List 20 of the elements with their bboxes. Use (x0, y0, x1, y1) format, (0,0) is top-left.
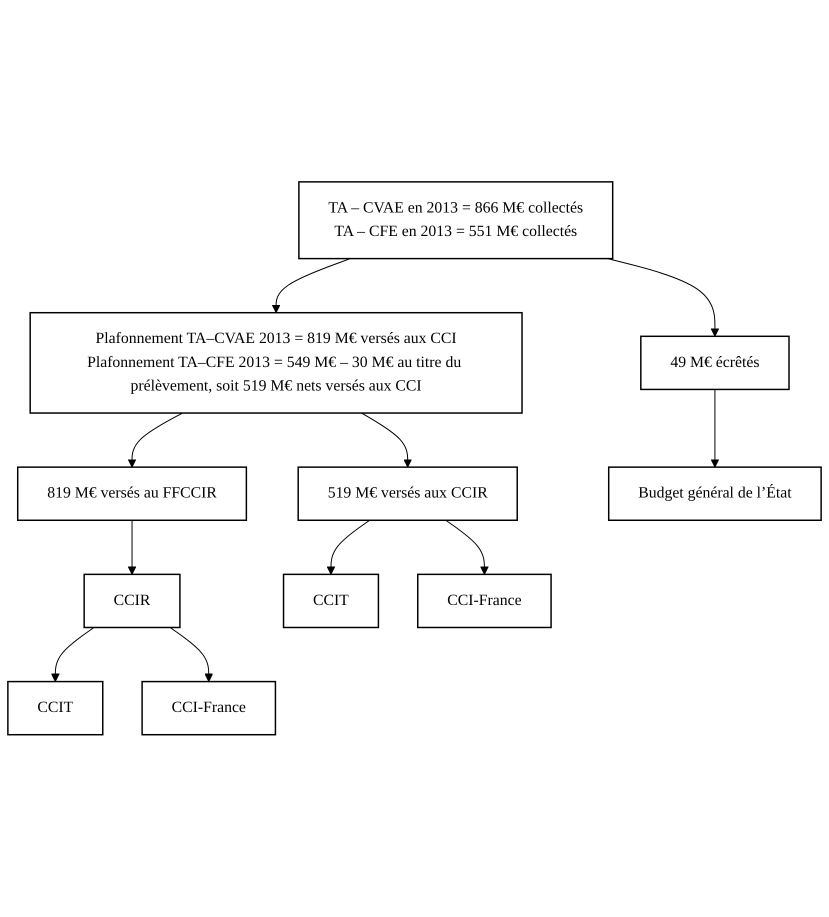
arrow (445, 520, 489, 575)
node-box: 49 M€ écrêtés (640, 336, 790, 390)
node-box: Budget général de l’État (608, 466, 822, 522)
arrow (128, 520, 136, 575)
node-box: CCIT (7, 681, 104, 736)
node-box: 519 M€ versés aux CCIR (297, 466, 518, 522)
arrow (272, 258, 351, 314)
arrow (51, 627, 95, 682)
arrow (170, 627, 214, 682)
node-box: 819 M€ versés au FFCCIR (16, 466, 248, 522)
node-box: CCIT (282, 574, 380, 628)
node-box: CCI-France (417, 574, 552, 628)
arrow (326, 520, 370, 575)
node-box: TA – CVAE en 2013 = 866 M€ collectés TA – CFE en 2013 = 551 M€ collectés (298, 181, 614, 260)
node-box: Plafonnement TA–CVAE 2013 = 819 M€ versés aux CCI Plafonnement TA–CFE 2013 = 549 M€ – 30 M€ au titre du prélèvement, soit 519 M€ nets versés aux CCI (29, 312, 523, 414)
arrow (710, 389, 720, 468)
node-box: CCIR (83, 574, 181, 628)
arrow (361, 412, 412, 468)
arrow (128, 412, 183, 468)
node-box: CCI-France (141, 681, 276, 736)
